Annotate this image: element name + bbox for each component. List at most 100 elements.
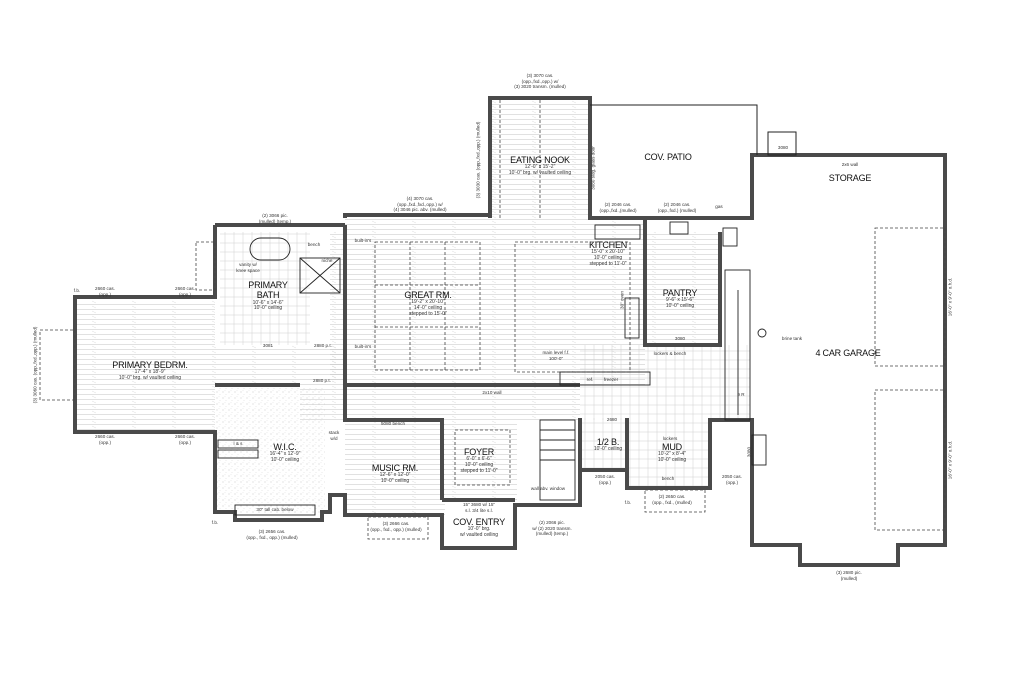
note-builtins-1: built-in's (354, 238, 372, 243)
note-line: main level f.f. (542, 350, 570, 355)
note-great-room-windows: (4) 3070 cas.(opp.,fxd.,fxd.,opp.) w/(4)… (393, 196, 446, 213)
note-garage-side-window: 2050 cas.(opp.) (722, 474, 742, 485)
note-line: 100'-0" (548, 355, 564, 361)
room-great-rm: GREAT RM. 19'-2" x 20'-10" 14'-0" ceilin… (404, 290, 452, 318)
note-line: (opp.,fxd.,(mulled) (599, 207, 637, 213)
note-line: (mulled) (temp.) (258, 218, 292, 224)
room-eating-nook: EATING NOOK 12'-0" x 15'-2" 10'-0" brg. … (509, 155, 571, 177)
note-half-bath-window: 2050 cas.(opp.) (595, 474, 615, 485)
note-wic-windows: (3) 2656 cas.(opp., fxd., opp.) (mulled) (246, 529, 297, 540)
note-line: 2660 cas. (95, 286, 115, 291)
note-stair-windows: (2) 2066 pic.w/ (2) 2020 transm.(mulled)… (532, 520, 572, 537)
note-line: w/d (330, 435, 338, 441)
note-linen-shelf: l & s (233, 441, 243, 446)
note-entry-door: 15" 3680 w/ 15"s.l. 3/4 lite s.l. (463, 502, 495, 513)
room-name: COV. ENTRY (452, 517, 506, 527)
note-line: 2660 cas. (175, 434, 195, 439)
note-line: (opp.,fxd.,opp.) w/ (521, 78, 559, 84)
room-dims: 15'-0" x 20'-10" (591, 249, 625, 256)
note-door-3080-garage: 3080 (746, 446, 752, 458)
note-music-windows: (3) 2666 cas.(opp., fxd., opp.) (mulled) (370, 521, 421, 532)
note-mud-bench: bench (661, 476, 675, 481)
note-line: (opp.) (725, 479, 739, 485)
note-line: knee space (236, 267, 260, 273)
room-dims: 19'-2" x 20'-10" (411, 299, 445, 306)
note-bedroom-bay-windows: (3) 3060 cas. (opp.,fxd.,opp.) (mulled) (32, 326, 38, 404)
room-dims: 10'-0" brg. (467, 526, 491, 533)
note-line: (2) 2046 cas. (663, 202, 691, 207)
note-2x6-wall: 2x6 wall (841, 162, 859, 167)
room-dims: 10'-6" x 14'-6" (252, 299, 284, 306)
room-name: EATING NOOK (510, 155, 570, 165)
note-bedroom-window-3: 2660 cas.(opp.) (95, 434, 115, 445)
note-line: 2660 cas. (95, 434, 115, 439)
note-hose-bib-3: f.b. (624, 500, 632, 505)
room-name: FOYER (463, 447, 495, 457)
room-dims: 9'-6" x 15'-6" (666, 297, 694, 304)
room-ceiling: 10'-0" ceiling (380, 478, 410, 485)
note-door-3080-patio: 3080 (777, 145, 789, 150)
room-name: MUD (662, 442, 682, 452)
note-door-2880: 2880 p.t. (314, 343, 332, 348)
note-door-2880b: 2880 p.t. (313, 378, 331, 383)
note-line: (3) 2656 cas. (258, 529, 286, 534)
note-line: (3) 3070 cas. (526, 73, 554, 78)
note-nook-side-windows: (3) 3030 cas. (opp.,fxd.,opp.) (mulled) (475, 121, 481, 199)
note-line: (2) 3066 pic. (262, 213, 288, 218)
note-garage-door-1: 16'-0" x 9'-0" o.h.d. (947, 277, 953, 317)
room-ceiling-step: stepped to 11'-0" (460, 467, 498, 474)
note-line: (opp., fxd., opp.) (mulled) (246, 534, 298, 540)
note-garage-door-2: 16'-0" x 9'-0" o.h.d. (947, 440, 953, 480)
note-bedroom-window-4: 2660 cas.(opp.) (175, 434, 195, 445)
room-primary-bath: PRIMARY BATH 10'-6" x 14'-6" 10'-0" ceil… (248, 280, 288, 312)
note-hose-bib-2: f.b. (211, 520, 219, 525)
room-dims: 12'-6" x 12'-0" (379, 472, 411, 479)
room-ceiling: 10'-0" brg. w/ vaulted ceiling (508, 170, 572, 177)
room-ceiling: 10'-0" ceiling (593, 255, 623, 262)
note-tall-cab: 30" tall cab. below (256, 507, 294, 512)
room-ceiling-step: stepped to 15'-0" (409, 310, 447, 317)
floor-finishes (75, 100, 750, 515)
room-name: KITCHEN (588, 240, 628, 250)
note-line: 2660 cas. (175, 286, 195, 291)
note-line: 2050 cas. (722, 474, 742, 479)
room-name: 1/2 B. (596, 437, 620, 447)
note-line: (2) 2046 cas. (604, 202, 632, 207)
note-line: s.l. 3/4 lite s.l. (465, 507, 493, 513)
note-kitchen-window-2: (2) 2046 cas.(opp.,fxd.) (mulled) (658, 202, 697, 213)
room-dims: 6'-0" x 6'-6" (466, 456, 492, 463)
note-lockers: lockers (662, 436, 678, 441)
note-mud-windows: (2) 2650 cas.(opp., fxd., (mulled) (652, 494, 692, 505)
note-line: (opp.,fxd.,fxd.,opp.) w/ (397, 201, 443, 207)
room-name: COV. PATIO (644, 152, 692, 162)
room-music-rm: MUSIC RM. 12'-6" x 12'-0" 10'-0" ceiling (372, 463, 418, 485)
room-ceiling-step: stepped to 11'-0" (589, 260, 627, 267)
room-kitchen: KITCHEN 15'-0" x 20'-10" 10'-0" ceiling … (589, 240, 627, 268)
note-5080-bench: 5080 bench (380, 421, 406, 426)
note-2x10-wall: 2x10 wall (482, 390, 502, 395)
room-name-line2: BATH (256, 290, 280, 301)
note-line: (opp.) (178, 439, 192, 445)
note-line: (2) 2066 pic. (539, 520, 565, 525)
room-mud: MUD 10'-2" x 8'-4" 10'-0" ceiling (658, 442, 686, 464)
room-name: STORAGE (828, 173, 872, 183)
note-line: (4) 3046 pic. abv. (mulled) (393, 207, 447, 212)
room-name: PANTRY (662, 288, 698, 298)
note-line: (3) 2666 cas. (382, 521, 410, 526)
note-main-level: main level f.f.100'-0" (542, 350, 569, 361)
patio-outline (590, 104, 797, 156)
room-half-bath: 1/2 B. 10'-0" ceiling (594, 437, 622, 453)
room-ceiling: 14'-0" ceiling (413, 305, 443, 312)
note-stair-risers: 9 R (737, 392, 745, 397)
exterior-walls (73, 96, 947, 567)
note-line: (mulled) (temp.) (535, 531, 569, 536)
note-gas: gas (715, 204, 723, 209)
note-wall-above-window: wall abv. window (530, 486, 566, 491)
room-primary-bedrm: PRIMARY BEDRM. 17'-4" x 18'-9" 10'-0" br… (112, 360, 188, 382)
note-line: (opp.) (98, 439, 112, 445)
fixtures (217, 221, 767, 516)
note-line: (opp.) (598, 479, 612, 485)
note-door-3081: 3081 (262, 343, 274, 348)
